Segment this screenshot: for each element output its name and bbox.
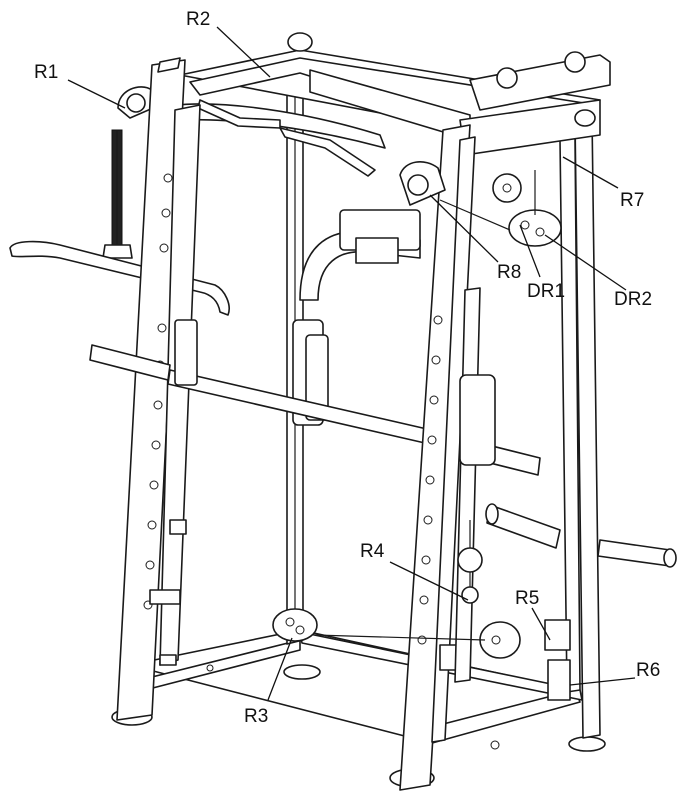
r5-leader bbox=[531, 607, 551, 641]
leader-lines bbox=[67, 26, 636, 701]
label-r8: R8 bbox=[497, 262, 521, 283]
weight-horns bbox=[485, 503, 677, 568]
label-r4: R4 bbox=[360, 541, 385, 562]
base-frame bbox=[111, 629, 606, 788]
label-dr2: DR2 bbox=[614, 289, 652, 310]
part-labels: R1 R2 R3 R4 R5 R6 R7 R8 DR1 DR2 bbox=[34, 9, 660, 727]
dr1-leader bbox=[519, 224, 541, 278]
label-r5: R5 bbox=[515, 588, 539, 609]
r4-leader bbox=[389, 561, 469, 601]
r6-leader bbox=[569, 677, 636, 686]
front-right-upright bbox=[399, 124, 476, 791]
r7-leader bbox=[562, 156, 619, 189]
r1-leader bbox=[67, 79, 126, 109]
dr2-leader bbox=[544, 234, 627, 291]
label-r6: R6 bbox=[636, 660, 660, 681]
label-r2: R2 bbox=[186, 9, 210, 30]
r3-leader bbox=[267, 637, 293, 701]
label-r1: R1 bbox=[34, 62, 58, 83]
label-r3: R3 bbox=[244, 706, 268, 727]
back-pad bbox=[292, 209, 421, 426]
label-r7: R7 bbox=[620, 190, 644, 211]
label-dr1: DR1 bbox=[527, 281, 565, 302]
r8-leader bbox=[429, 194, 499, 263]
weight-stack bbox=[454, 287, 571, 701]
pulleys bbox=[272, 161, 562, 659]
top-frame bbox=[179, 32, 611, 156]
r2-leader bbox=[216, 26, 271, 78]
